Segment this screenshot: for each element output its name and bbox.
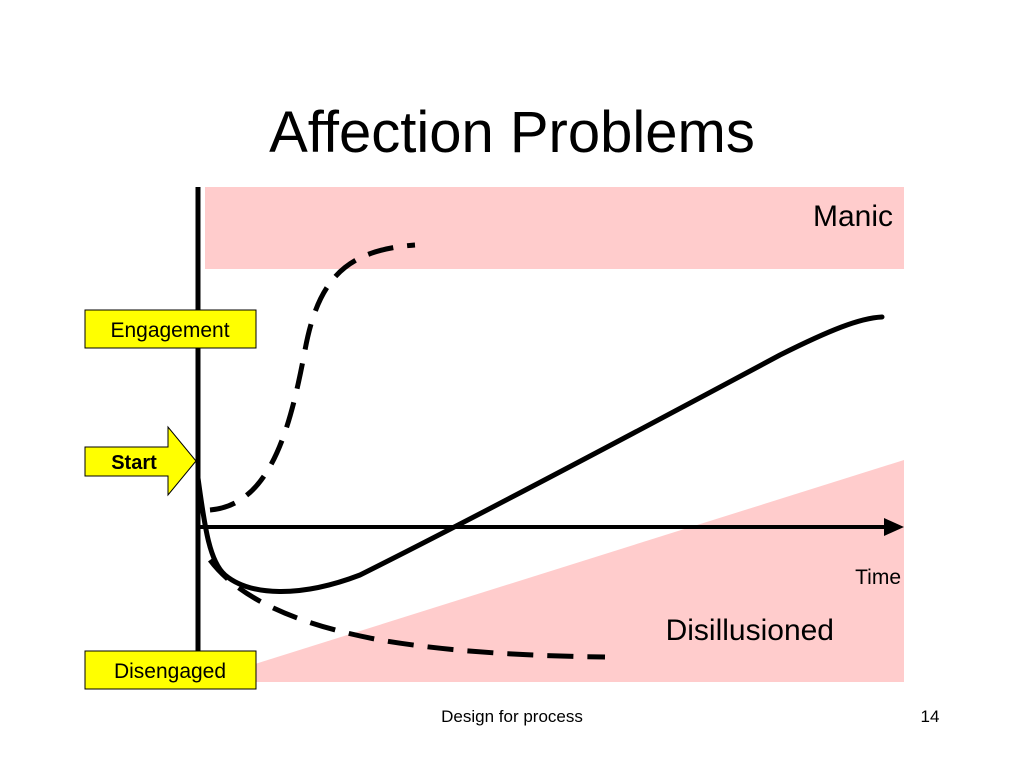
disillusioned-dashed-curve <box>208 558 606 660</box>
manic-label: Manic <box>813 200 893 233</box>
time-axis-arrowhead <box>884 518 904 536</box>
manic-dashed-curve <box>209 242 416 513</box>
disengaged-label: Disengaged <box>114 660 226 683</box>
time-axis-label: Time <box>855 566 901 589</box>
engagement-box <box>84 309 257 349</box>
manic-zone <box>205 187 904 269</box>
page-number: 14 <box>920 707 940 726</box>
start-label: Start <box>111 452 157 474</box>
disillusioned-zone <box>255 460 904 682</box>
disengaged-box <box>84 650 257 690</box>
disillusioned-label: Disillusioned <box>666 614 834 647</box>
start-arrow <box>84 425 197 497</box>
engagement-label: Engagement <box>110 319 229 342</box>
footer-text: Design for process <box>441 707 583 726</box>
slide-title: Affection Problems <box>269 100 755 165</box>
